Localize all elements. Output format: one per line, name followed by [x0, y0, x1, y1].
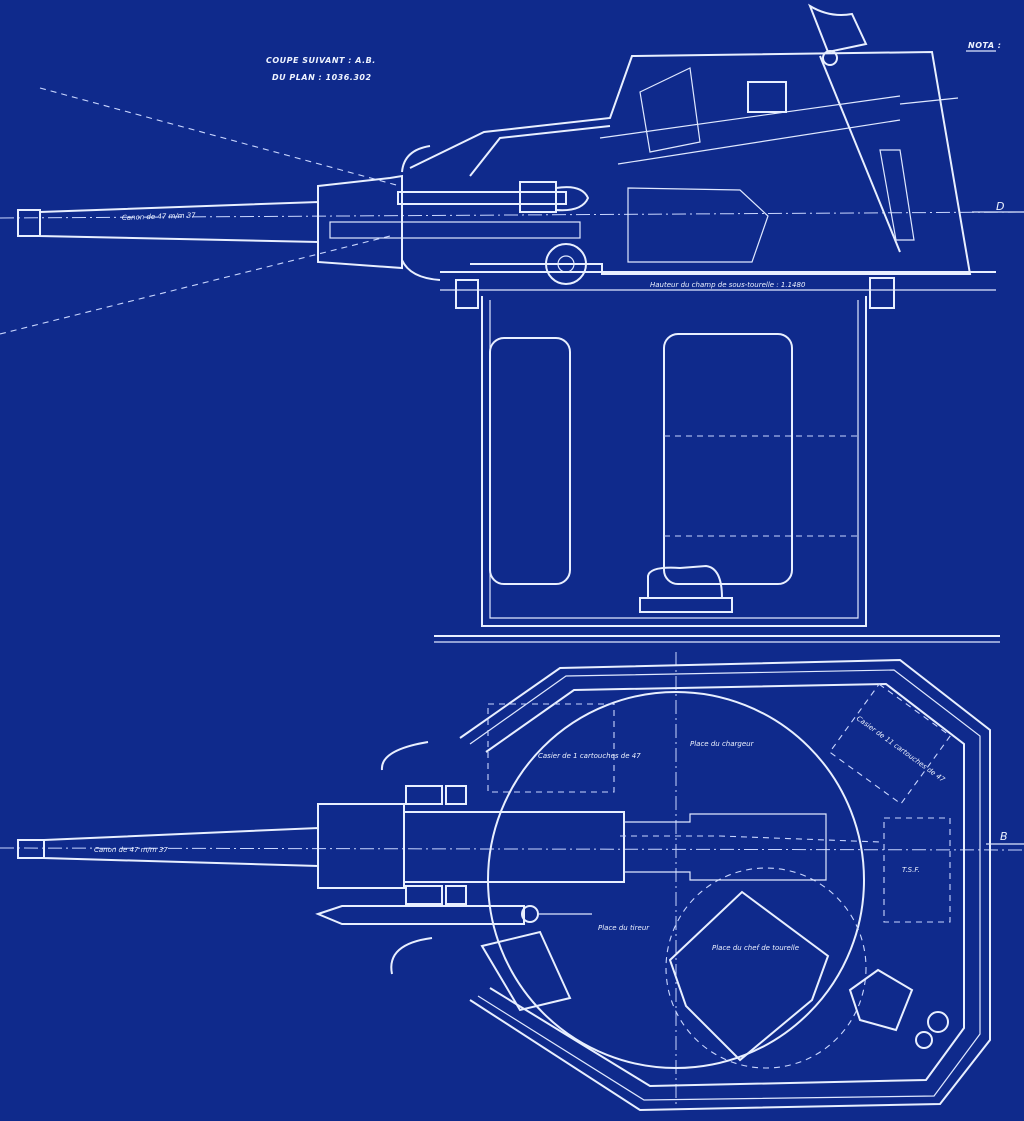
radio-box: T.S.F. — [883, 817, 951, 923]
marker-d-text: D — [996, 200, 1004, 213]
station-gunner-label: Place du tireur — [598, 924, 650, 932]
gun-barrel-side: Canon de 47 m/m 37 — [17, 200, 319, 244]
commander-seat-circle — [665, 867, 867, 1069]
gun-side-label: Canon de 47 m/m 37 — [122, 211, 197, 222]
hatch-pivot — [822, 50, 838, 66]
fitting-lower-b — [445, 885, 467, 905]
fitting-upper-b — [445, 785, 467, 805]
station-chief-label: Place du chef de tourelle — [712, 944, 799, 952]
coaxial-mg-plan — [315, 905, 592, 1012]
turret-armor-inner — [485, 682, 965, 1088]
rear-fittings-plan — [848, 968, 949, 1049]
roof-rib — [599, 95, 901, 139]
turret-ring-circle — [487, 691, 865, 1069]
ammo-box-a: Casier de 1 cartouches de 47 — [487, 703, 641, 793]
section-marker-b: B — [986, 830, 1024, 845]
turret-armor-outer — [459, 658, 991, 1112]
fitting-upper-a — [405, 785, 443, 805]
commander-seat-outline — [668, 890, 830, 1062]
recoil-path-plan — [620, 835, 881, 843]
muzzle-plan — [17, 839, 45, 859]
casemate-outline — [481, 296, 867, 627]
turret-roof-inner — [469, 125, 611, 177]
hatch-cover-open — [808, 3, 868, 54]
ammo-box-a-outline — [487, 703, 615, 793]
ring-bearing-left — [455, 279, 479, 309]
mantlet-arc-top — [401, 145, 431, 173]
barrel-tube-side — [39, 200, 319, 244]
sight-line-lower — [0, 235, 391, 335]
mantlet-fittings-plan — [380, 741, 467, 975]
coaxial-mg-side — [397, 191, 567, 205]
mg-grip-side — [555, 186, 590, 212]
title-line-2: DU PLAN : 1036.302 — [272, 73, 372, 82]
fitting-lower-a — [405, 885, 443, 905]
periscope-plan — [848, 968, 914, 1032]
title-line-1: COUPE SUIVANT : A.B. — [266, 56, 376, 65]
side-elevation-view: Canon de 47 m/m 37 — [0, 3, 1024, 643]
mg-breech-side — [519, 181, 557, 213]
station-loader-label: Place du chargeur — [690, 740, 755, 748]
gun-plan-label: Canon de 47 m/m 37 — [94, 846, 168, 854]
casemate-port-right — [663, 333, 793, 585]
mg-body-plan — [315, 905, 525, 925]
mantlet-arc-bottom — [401, 259, 441, 281]
title-block: COUPE SUIVANT : A.B. DU PLAN : 1036.302 — [266, 56, 376, 82]
turret-armor-mid — [469, 669, 981, 1101]
gunner-sight-plan — [480, 930, 572, 1012]
ammo-box-b: Casier de 11 cartouches de 47 — [828, 683, 952, 805]
mantlet-arc-lower-plan — [390, 937, 433, 975]
ring-bearing-right — [869, 277, 895, 309]
radio-label: T.S.F. — [902, 866, 920, 874]
turret-ring-side: Hauteur du champ de sous-tourelle : 1.14… — [440, 271, 996, 309]
casemate-block-side — [434, 296, 1000, 643]
muzzle-side — [17, 209, 41, 237]
breech-plan — [403, 811, 625, 883]
turret-housing-side — [409, 3, 972, 275]
recuperator-spring — [879, 149, 915, 241]
side-centerline — [0, 211, 1024, 219]
casemate-inner — [489, 300, 859, 619]
ammo-box-b-outline — [828, 683, 952, 805]
gun-plan: Canon de 47 m/m 37 — [17, 803, 881, 889]
hatch-brace — [819, 55, 901, 253]
note-label: NOTA : — [968, 41, 1002, 50]
vent-fan-1 — [927, 1011, 949, 1033]
recoil-cylinder-side — [329, 221, 581, 239]
note-block: NOTA : — [966, 41, 1002, 52]
mantlet-plan — [317, 803, 405, 889]
sight-line-upper — [39, 87, 401, 187]
barrel-tube-plan — [43, 826, 319, 868]
plan-centerline — [0, 847, 1024, 851]
plan-view: Casier de 1 cartouches de 47 Casier de 1… — [0, 652, 1024, 1112]
periscope-block — [747, 81, 787, 113]
pivot-base — [639, 597, 733, 613]
roof-rib-lower — [617, 119, 901, 165]
radio-box-outline — [883, 817, 951, 923]
turret-outline-side — [409, 50, 972, 275]
ammo-box-a-label: Casier de 1 cartouches de 47 — [538, 752, 641, 760]
roof-strut — [899, 97, 959, 105]
marker-b-text: B — [1000, 830, 1008, 843]
commander-station: Place du chef de tourelle — [668, 890, 830, 1062]
pivot-pedestal — [647, 564, 723, 599]
cupola-mechanism — [639, 67, 701, 153]
breech-rear-plan — [624, 813, 827, 881]
ammo-box-b-label: Casier de 11 cartouches de 47 — [855, 714, 947, 784]
height-note: Hauteur du champ de sous-tourelle : 1.14… — [650, 281, 806, 289]
mantlet-arc-upper-plan — [380, 741, 429, 771]
section-marker-d: D — [972, 200, 1024, 213]
turret-internal-frame — [627, 187, 769, 263]
casemate-port-left — [489, 337, 571, 585]
vent-fan-2 — [915, 1031, 933, 1049]
